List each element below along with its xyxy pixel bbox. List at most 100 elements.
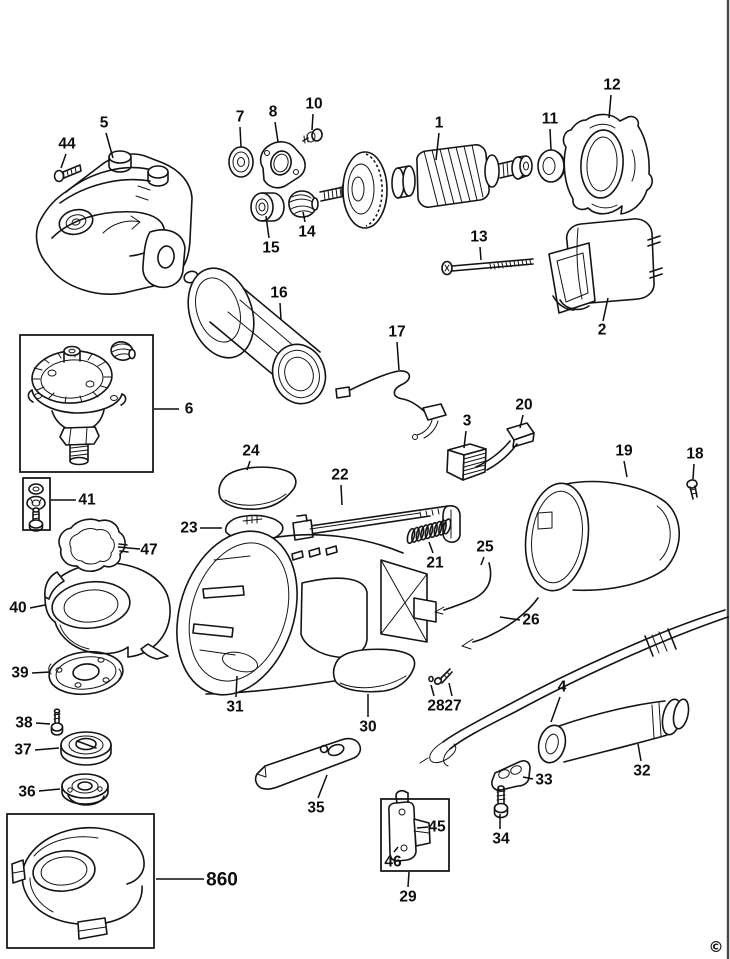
part-label-860: 860 <box>206 870 238 891</box>
part-1-armature <box>319 144 533 229</box>
part-label-37: 37 <box>14 742 31 759</box>
leader-line-25 <box>480 556 485 566</box>
part-label-38: 38 <box>15 715 33 732</box>
part-label-29: 29 <box>399 889 417 906</box>
leader-line-15 <box>265 215 270 239</box>
part-label-32: 32 <box>633 763 650 780</box>
part-label-10: 10 <box>305 96 322 113</box>
part-label-40: 40 <box>9 600 26 617</box>
leader-line-31 <box>235 675 238 698</box>
part-41-hardware-kit <box>26 483 46 532</box>
part-38-screw <box>50 708 64 736</box>
part-34-screw <box>493 785 509 819</box>
part-11-bearing <box>537 149 566 183</box>
assembly-box-6 <box>19 334 154 473</box>
part-5-gear-case-cover <box>35 150 193 295</box>
part-label-44: 44 <box>58 136 76 153</box>
leader-line-14 <box>302 211 306 223</box>
part-label-20: 20 <box>515 397 532 414</box>
part-7-bearing <box>228 146 254 178</box>
leader-line-35 <box>317 774 328 799</box>
part-label-4: 4 <box>558 679 567 696</box>
leader-line-47 <box>117 546 141 550</box>
part-label-39: 39 <box>11 665 29 682</box>
leader-line-28 <box>430 684 435 697</box>
part-label-13: 13 <box>470 229 488 246</box>
leader-line-37 <box>34 747 60 751</box>
part-label-5: 5 <box>100 115 109 132</box>
assembly-box-860 <box>6 813 155 949</box>
assembly-boxes-layer <box>6 334 450 949</box>
part-label-26: 26 <box>522 612 540 629</box>
part-label-7: 7 <box>236 109 245 126</box>
part-4-power-cord <box>419 609 729 767</box>
part-30-cover <box>332 648 416 693</box>
part-47-clamp-ring <box>58 518 129 573</box>
part-6-gear-assembly <box>27 341 136 466</box>
part-14-pinion-gear <box>288 190 319 218</box>
part-28-pin <box>428 675 434 683</box>
part-label-45: 45 <box>428 819 446 836</box>
part-26-wire <box>461 597 539 650</box>
leader-line-20 <box>519 414 524 429</box>
part-24-brush-cover <box>218 466 297 510</box>
leader-line-1 <box>435 132 440 161</box>
part-label-16: 16 <box>270 285 288 302</box>
part-40-wheel-guard <box>44 562 171 660</box>
leader-line-27 <box>448 682 453 697</box>
leader-line-5 <box>105 132 114 159</box>
part-label-25: 25 <box>476 539 494 556</box>
part-label-21: 21 <box>426 555 444 572</box>
part-35-wrench <box>254 737 362 790</box>
part-label-41: 41 <box>78 492 96 509</box>
leader-line-36 <box>38 788 61 792</box>
leader-line-32 <box>637 743 642 762</box>
part-label-33: 33 <box>535 772 553 789</box>
leader-line-38 <box>35 722 51 725</box>
part-label-17: 17 <box>388 324 405 341</box>
leader-line-10 <box>311 113 314 131</box>
part-25-wire <box>434 562 492 615</box>
part-label-2: 2 <box>598 322 607 339</box>
part-18-screw <box>686 479 698 500</box>
leader-line-19 <box>623 460 628 478</box>
part-label-6: 6 <box>185 401 194 418</box>
part-16-side-handle <box>183 267 327 405</box>
part-44-screw <box>53 164 82 183</box>
part-3-brush <box>446 443 487 481</box>
part-13-screw <box>441 258 534 276</box>
leader-line-13 <box>479 246 482 261</box>
leader-line-8 <box>274 121 279 143</box>
part-label-36: 36 <box>18 784 36 801</box>
part-22-switch-lever <box>292 505 461 543</box>
part-label-12: 12 <box>603 77 620 94</box>
part-label-30: 30 <box>359 719 376 736</box>
part-21-spring <box>406 518 452 545</box>
leader-line-26 <box>499 616 521 621</box>
part-12-fan-baffle <box>562 113 653 215</box>
part-27-screw <box>433 668 453 685</box>
part-17-lead-wire <box>335 370 447 440</box>
copyright-symbol: © <box>709 938 724 956</box>
leader-line-40 <box>29 604 46 609</box>
part-label-27: 27 <box>444 698 461 715</box>
part-8-plate <box>259 141 306 189</box>
part-label-19: 19 <box>615 443 633 460</box>
leader-line-46 <box>393 846 399 853</box>
leader-line-16 <box>279 302 282 321</box>
part-label-3: 3 <box>463 413 472 430</box>
leader-line-3 <box>463 430 467 449</box>
part-label-31: 31 <box>226 699 244 716</box>
part-32-grip <box>537 698 690 764</box>
leader-line-29 <box>407 871 410 888</box>
leader-line-33 <box>522 776 534 780</box>
part-10-screw <box>302 128 323 144</box>
assembly-box-29 <box>380 798 450 872</box>
part-label-14: 14 <box>298 224 316 241</box>
part-label-18: 18 <box>686 446 704 463</box>
leader-line-2 <box>602 297 609 322</box>
part-20-connector <box>475 422 535 471</box>
